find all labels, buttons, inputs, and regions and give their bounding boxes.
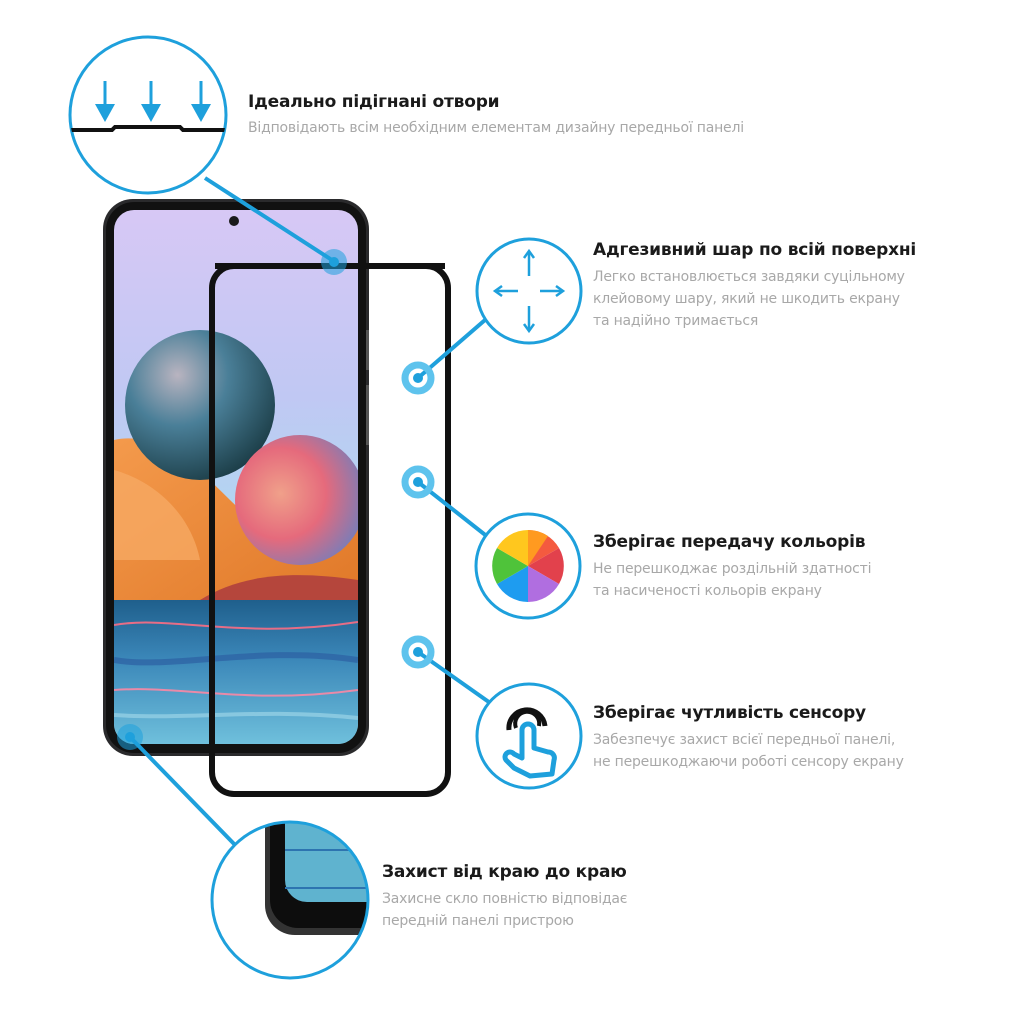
feature-title: Ідеально підігнані отвори <box>248 92 500 112</box>
feature-title: Адгезивний шар по всій поверхні <box>593 240 917 260</box>
color-wheel-icon <box>474 512 582 620</box>
feature-title: Зберігає передачу кольорів <box>593 532 866 552</box>
touch-finger-icon <box>475 682 583 790</box>
feature-desc: Забезпечує захист всієї передньої панелі… <box>593 732 904 770</box>
phone <box>103 199 369 756</box>
feature-desc: Захисне скло повністю відповідає передні… <box>382 891 628 929</box>
feature-desc: Відповідають всім необхідним елементам д… <box>248 120 744 136</box>
edge-corner-icon <box>210 820 370 980</box>
feature-desc: Не перешкоджає роздільній здатності та н… <box>593 561 872 599</box>
arrows-expand-icon <box>475 237 583 345</box>
feature-title: Захист від краю до краю <box>382 862 627 882</box>
arrows-down-icon <box>68 35 228 195</box>
feature-desc: Легко встановлюється завдяки суцільному … <box>593 269 905 329</box>
feature-title: Зберігає чутливість сенсору <box>593 703 866 723</box>
callout-dots <box>117 249 435 750</box>
